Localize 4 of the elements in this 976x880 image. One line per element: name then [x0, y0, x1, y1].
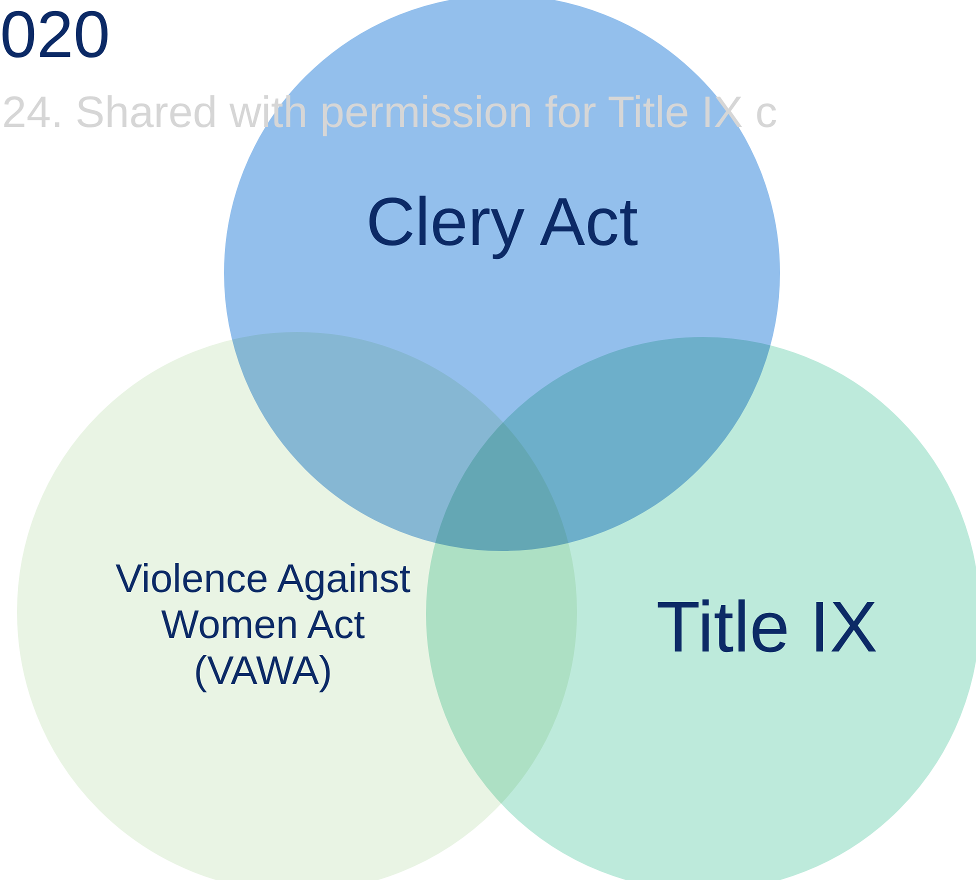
circle-label: Clery Act	[364, 182, 640, 262]
circle-label: Title IX	[655, 586, 879, 670]
circle-label: Violence Against Women Act (VAWA)	[114, 556, 412, 694]
title: 020	[0, 0, 110, 72]
